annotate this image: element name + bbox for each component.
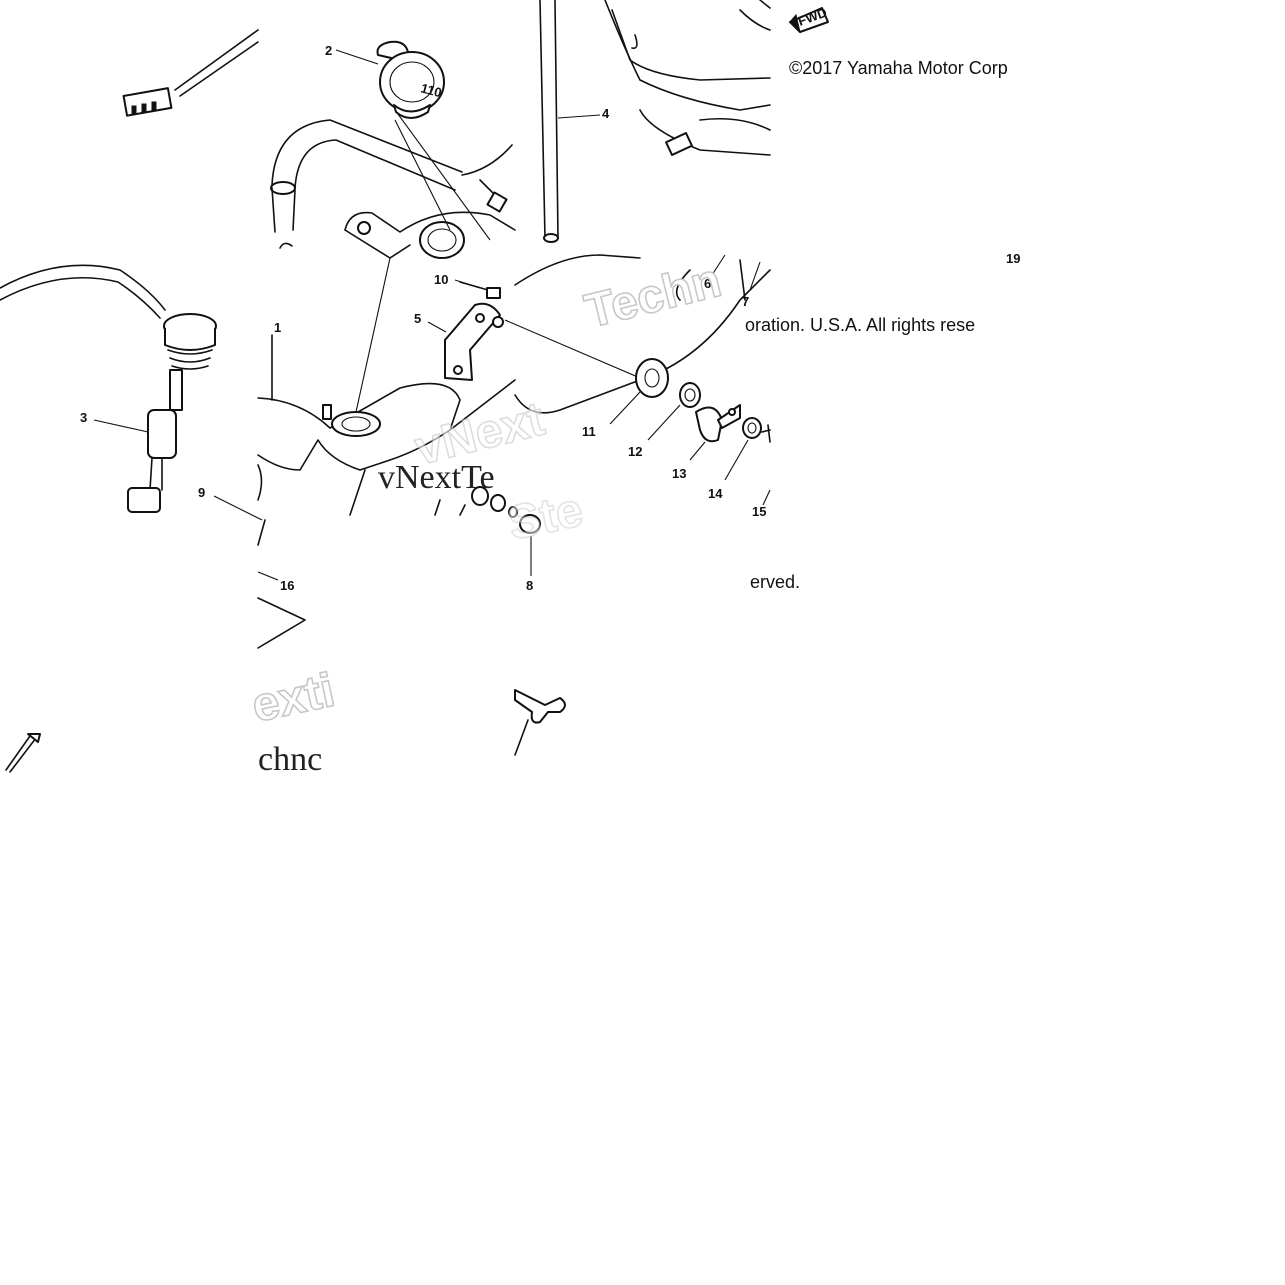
watermark-1: Techn: [580, 254, 727, 339]
wire-connector: [122, 29, 259, 117]
oil-tank: [604, 0, 771, 156]
lower-fasteners: [434, 486, 541, 534]
callout-4: 4: [602, 106, 610, 121]
callout-14: 14: [708, 486, 723, 501]
callout-16: 16: [280, 578, 294, 593]
wing-bolt: [514, 689, 566, 756]
callout-10: 10: [434, 272, 448, 287]
watermark-4: exti: [247, 664, 339, 733]
copyright-line-3: erved.: [750, 572, 800, 592]
callout-12: 12: [628, 444, 642, 459]
copyright-line-2: oration. U.S.A. All rights rese: [745, 315, 975, 335]
callout-13: 13: [672, 466, 686, 481]
bracket-screw: [444, 281, 504, 381]
fwd-arrow-icon: FWD: [789, 5, 829, 34]
callout-11: 11: [582, 424, 596, 439]
breather-hose: [270, 119, 463, 249]
callout-3: 3: [80, 410, 87, 425]
callout-9: 9: [198, 485, 205, 500]
callout-1: 1: [274, 320, 281, 335]
dipstick-rod: [539, 0, 559, 243]
tank-body: [344, 109, 516, 259]
callout-19: 19: [1006, 251, 1020, 266]
oil-level-gauge: [0, 264, 217, 513]
watermark-2: vNextTe: [378, 459, 495, 496]
callout-2: 2: [325, 43, 332, 58]
mount-hardware: [635, 358, 771, 443]
callout-7: 7: [742, 294, 749, 309]
callout-8: 8: [526, 578, 533, 593]
watermark-6: Ste: [503, 483, 587, 550]
copyright-line-1: ©2017 Yamaha Motor Corp: [789, 58, 1008, 78]
oil-tank-cap: 110: [376, 40, 445, 119]
callout-6: 6: [704, 276, 711, 291]
bottom-pin: [5, 733, 41, 773]
cap-marking: 110: [419, 80, 443, 100]
watermark-5: chnc: [258, 741, 322, 778]
callout-5: 5: [414, 311, 421, 326]
callout-15: 15: [752, 504, 766, 519]
